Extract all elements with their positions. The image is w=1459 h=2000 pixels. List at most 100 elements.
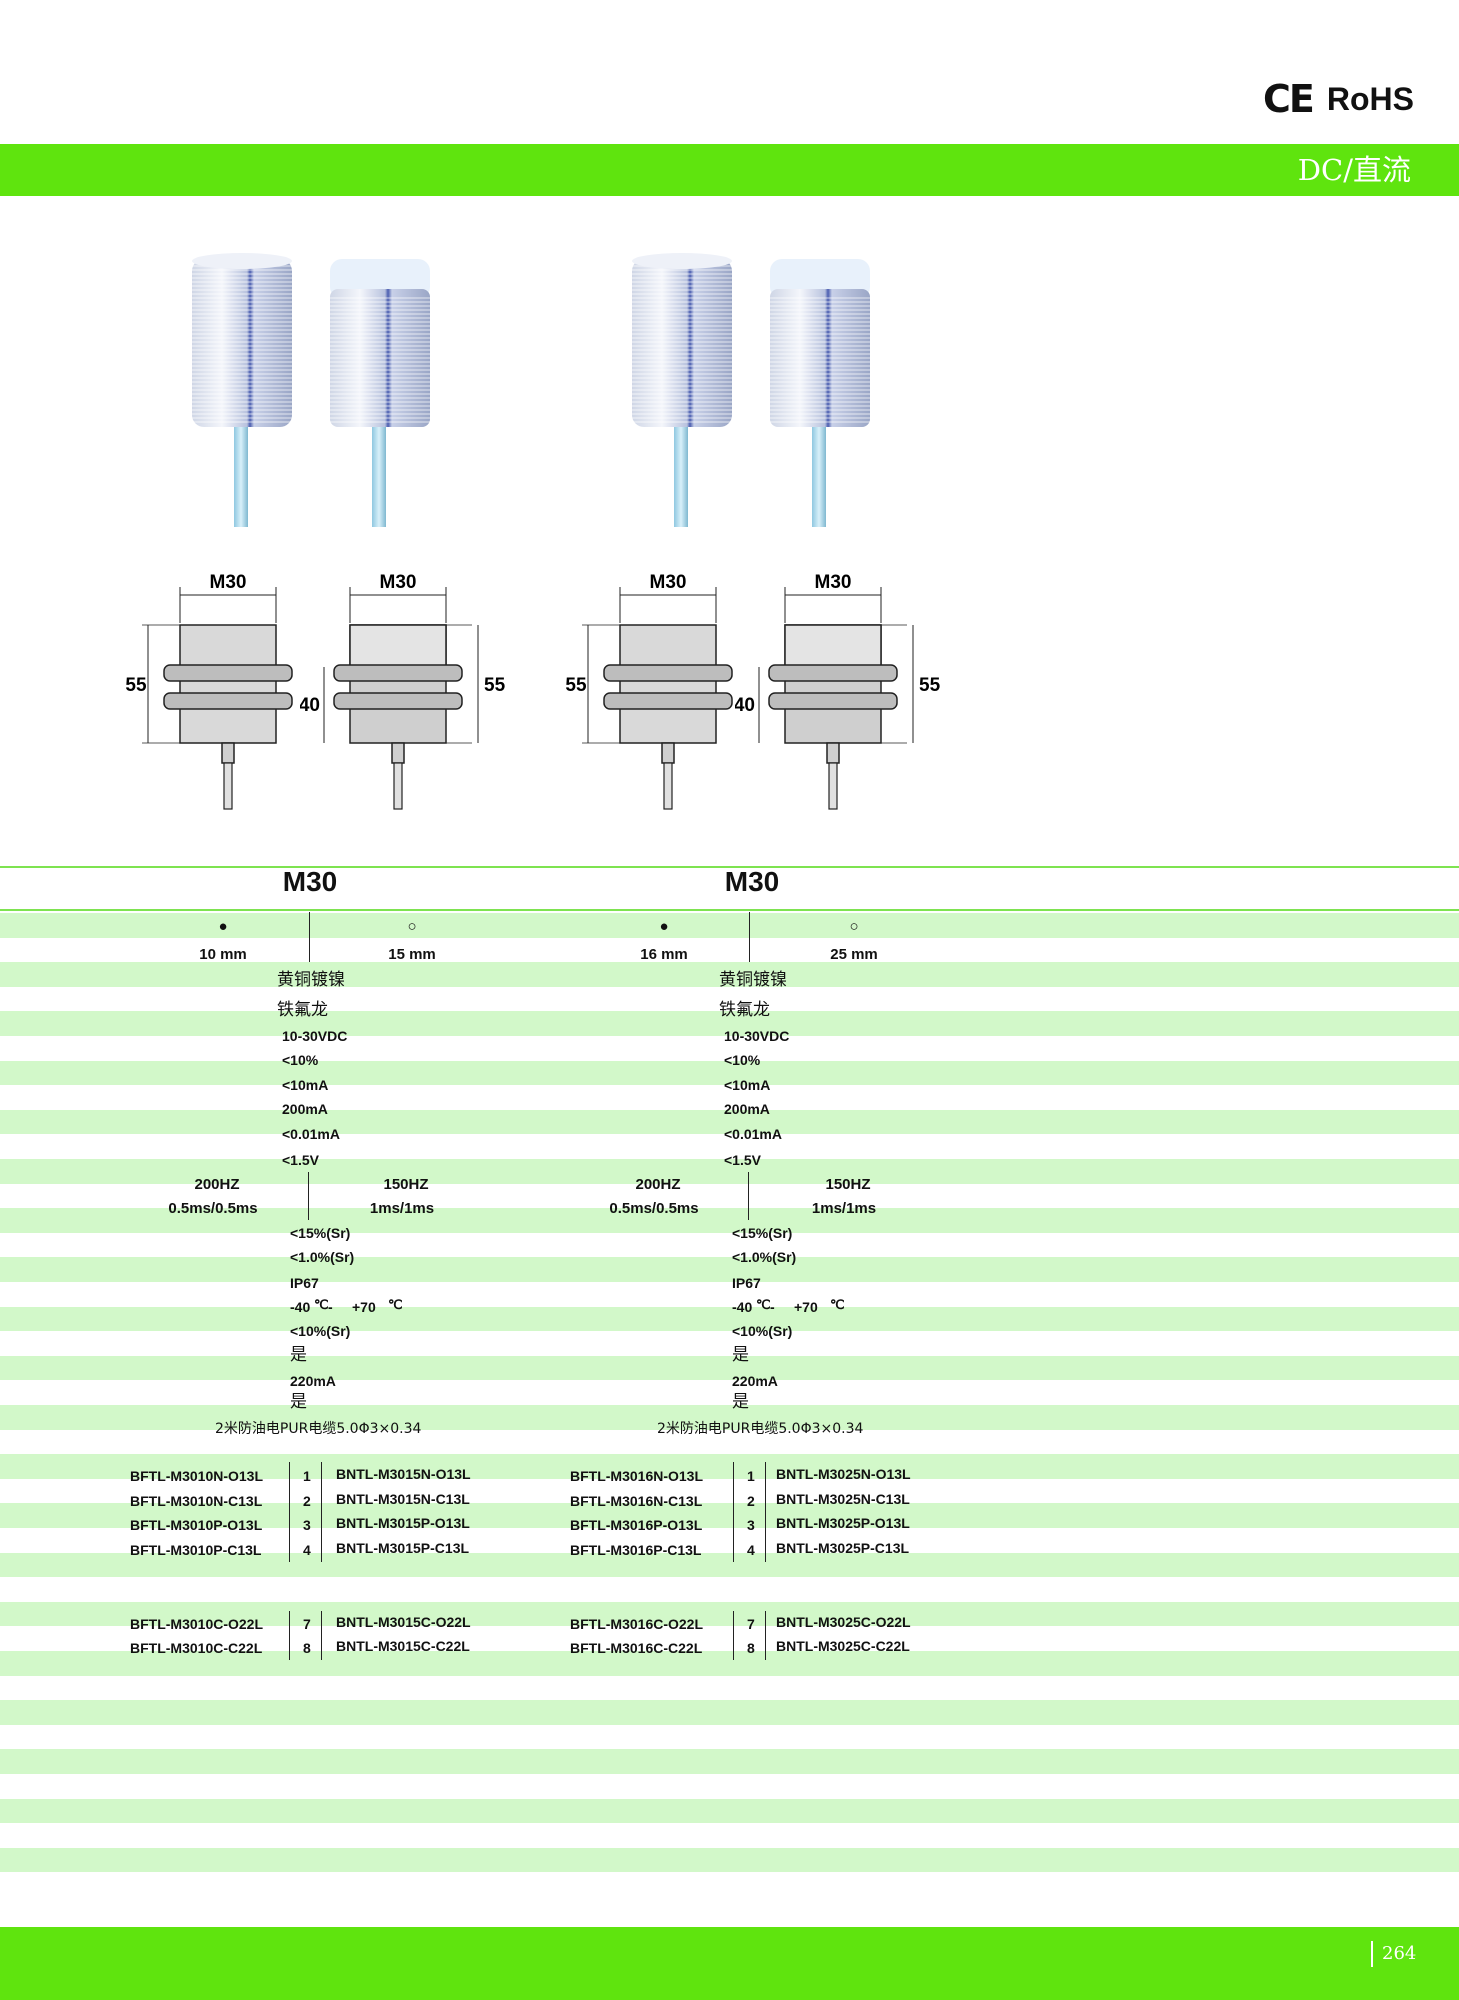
table-row-bg — [0, 1306, 1459, 1332]
column-divider — [765, 1611, 766, 1660]
cable-spec: 2米防油电PUR电缆5.0Φ3×0.34 — [657, 1421, 864, 1437]
temp-sep: - — [328, 1299, 333, 1315]
nonshielded-symbol: ○ — [849, 918, 859, 935]
model-flush-cable: BFTL-M3010C-C22L — [130, 1640, 263, 1656]
sensor-head-shape — [784, 624, 882, 668]
response-time-b: 1ms/1ms — [369, 1200, 435, 1217]
table-row-bg — [0, 1749, 1459, 1774]
response-time-a: 0.5ms/0.5ms — [609, 1200, 699, 1217]
switching-frequency-b: 150HZ — [825, 1176, 871, 1193]
table-row-bg — [0, 1331, 1459, 1356]
model-nonflush: BNTL-M3015P-C13L — [336, 1540, 470, 1556]
temp-unit-high: ℃ — [388, 1297, 403, 1312]
width-label: M30 — [650, 572, 687, 593]
material-housing: 黄铜镀镍 — [719, 970, 787, 990]
hex-nut-shape — [333, 664, 463, 682]
cable-shape — [393, 762, 403, 810]
temp-drift: <10%(Sr) — [290, 1323, 351, 1339]
hex-nut-shape — [603, 664, 733, 682]
material-face: 铁氟龙 — [277, 1000, 328, 1020]
height-label: 55 — [484, 675, 506, 696]
switching-frequency-a: 200HZ — [635, 1176, 681, 1193]
switching-frequency-a: 200HZ — [194, 1176, 240, 1193]
range-b: 15 mm — [388, 946, 436, 963]
table-row-bg — [0, 1798, 1459, 1824]
model-number: 2 — [303, 1493, 311, 1509]
cable-shape — [663, 762, 673, 810]
reverse-polarity-protection: 是 — [732, 1392, 749, 1412]
model-nonflush: BNTL-M3025N-C13L — [776, 1491, 910, 1507]
table-row-bg — [0, 1060, 1459, 1086]
bottom-green-band: 264 — [0, 1927, 1459, 2000]
body-height-label: 40 — [735, 695, 755, 716]
model-number: 8 — [303, 1640, 311, 1656]
model-flush: BFTL-M3016P-C13L — [570, 1542, 702, 1558]
material-housing: 黄铜镀镍 — [277, 970, 345, 990]
temp-high: +70 — [794, 1299, 818, 1315]
response-time-a: 0.5ms/0.5ms — [168, 1200, 258, 1217]
table-row-bg — [0, 1823, 1459, 1848]
column-divider — [309, 912, 310, 962]
column-divider — [765, 1462, 766, 1562]
table-row-bg — [0, 1847, 1459, 1873]
leakage-current: <0.01mA — [282, 1126, 340, 1142]
size-header: M30 — [724, 866, 780, 897]
hex-nut-shape — [163, 692, 293, 710]
model-number: 4 — [747, 1542, 755, 1558]
model-flush: BFTL-M3010P-O13L — [130, 1517, 263, 1533]
width-label: M30 — [815, 572, 852, 593]
short-circuit-current: 220mA — [290, 1373, 336, 1389]
table-row-bg — [0, 1405, 1459, 1430]
model-number: 7 — [747, 1616, 755, 1632]
cable-shape — [223, 762, 233, 810]
model-number: 1 — [303, 1468, 311, 1484]
temp-unit-high: ℃ — [830, 1297, 845, 1312]
column-divider — [321, 1611, 322, 1660]
model-number: 1 — [747, 1468, 755, 1484]
model-nonflush: BNTL-M3025P-O13L — [776, 1515, 910, 1531]
repeatability: <1.0%(Sr) — [732, 1249, 797, 1265]
column-divider — [733, 1611, 734, 1660]
height-label: 55 — [919, 675, 941, 696]
hysteresis: <15%(Sr) — [732, 1225, 793, 1241]
model-number: 3 — [303, 1517, 311, 1533]
model-number: 8 — [747, 1640, 755, 1656]
table-row-bg — [0, 1676, 1459, 1701]
table-row-bg — [0, 1601, 1459, 1627]
table-row-bg — [0, 1503, 1459, 1528]
sensor-head-shape — [349, 624, 447, 668]
temp-low: -40 — [732, 1299, 753, 1315]
cable-gland-shape — [826, 742, 840, 764]
table-row-bg — [0, 1282, 1459, 1307]
voltage-drop: <1.5V — [724, 1152, 761, 1168]
temp-sep: - — [770, 1299, 775, 1315]
column-divider — [289, 1611, 290, 1660]
column-divider — [749, 912, 750, 962]
no-load-current: <10mA — [282, 1077, 329, 1093]
model-flush: BFTL-M3010N-O13L — [130, 1468, 264, 1484]
top-green-band: DC/直流 — [0, 144, 1459, 196]
model-flush: BFTL-M3016N-C13L — [570, 1493, 703, 1509]
cable-gland-shape — [661, 742, 675, 764]
height-label: 55 — [125, 675, 147, 696]
table-row-bg — [0, 1700, 1459, 1725]
model-flush-cable: BFTL-M3016C-O22L — [570, 1616, 704, 1632]
table-row-bg — [0, 1552, 1459, 1578]
no-load-current: <10mA — [724, 1077, 771, 1093]
model-nonflush: BNTL-M3015P-O13L — [336, 1515, 470, 1531]
height-label: 55 — [565, 675, 587, 696]
product-photo-right — [632, 253, 870, 527]
size-header: M30 — [282, 866, 338, 897]
table-row-bg — [0, 1380, 1459, 1405]
width-label: M30 — [210, 572, 247, 593]
temp-unit-low: ℃ — [756, 1297, 771, 1312]
table-row-bg — [0, 1159, 1459, 1184]
page-number-divider — [1371, 1941, 1373, 1967]
short-circuit-protection: 是 — [290, 1345, 307, 1365]
leakage-current: <0.01mA — [724, 1126, 782, 1142]
table-row-bg — [0, 962, 1459, 987]
output-current: 200mA — [282, 1101, 328, 1117]
model-number: 4 — [303, 1542, 311, 1558]
